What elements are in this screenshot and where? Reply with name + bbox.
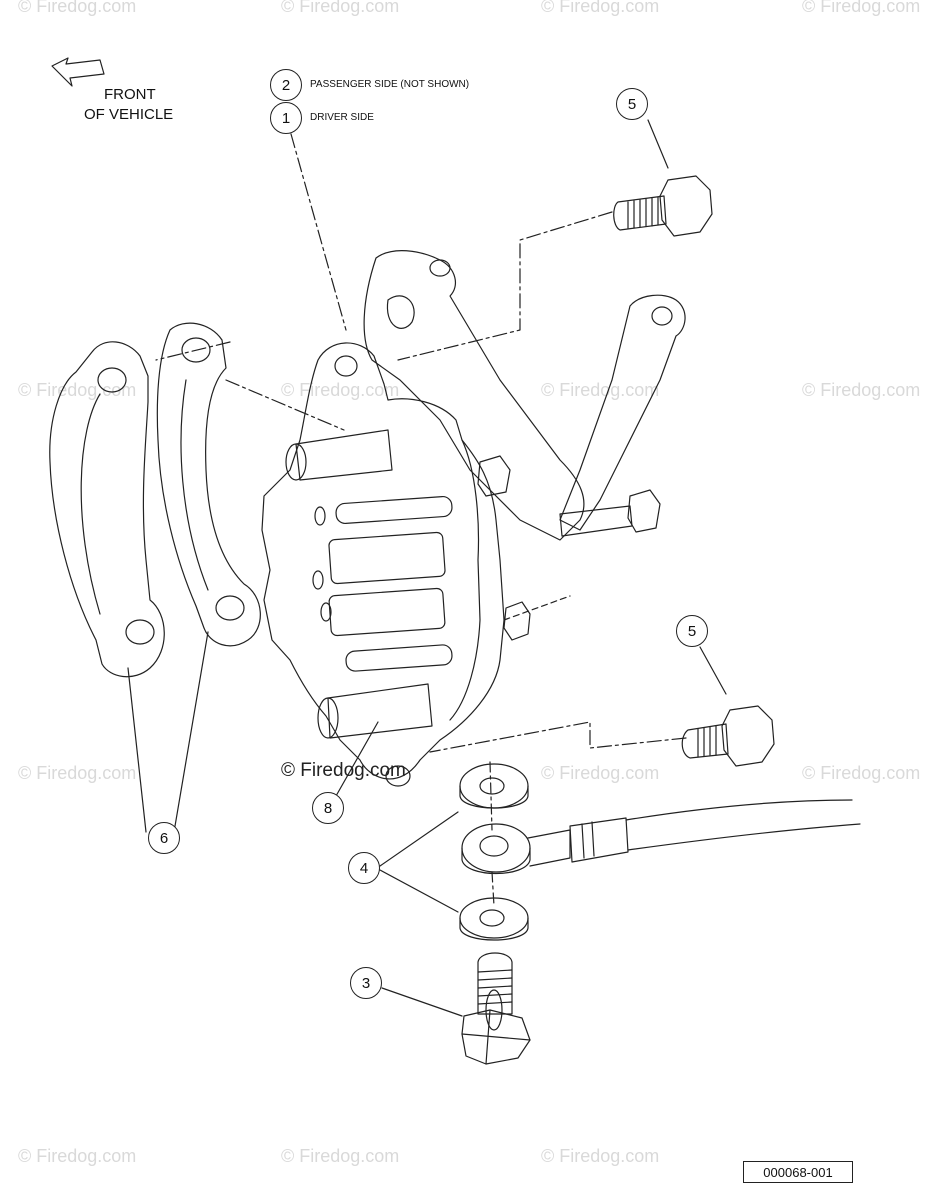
inner-brake-pad [156, 322, 261, 647]
watermark: © Firedog.com [18, 380, 137, 400]
mount-arm [559, 294, 686, 531]
banjo-bolt [461, 952, 531, 1065]
leader-line [379, 811, 459, 867]
leader-line [290, 133, 347, 331]
assembly-line [503, 595, 571, 621]
brake-hose [569, 799, 861, 863]
leader-line [335, 721, 379, 797]
leader-line [127, 667, 147, 833]
watermark: © Firedog.com [541, 380, 660, 400]
leader-line [699, 646, 727, 695]
assembly-line [397, 211, 613, 361]
center-watermark: © Firedog.com [281, 760, 406, 781]
leader-line [647, 119, 669, 169]
front-arrow-icon [51, 57, 105, 87]
bleeder-nut [503, 601, 531, 641]
watermark: © Firedog.com [18, 763, 137, 783]
banjo-fitting [461, 823, 571, 875]
assembly-line [225, 379, 345, 431]
watermark: © Firedog.com [281, 1146, 400, 1166]
orientation-label: OF VEHICLE [84, 106, 174, 123]
watermark: © Firedog.com [802, 0, 921, 16]
orientation-label: FRONT [104, 86, 156, 103]
legend-number: 2 [270, 69, 302, 101]
watermark: © Firedog.com [18, 0, 137, 16]
legend-text: DRIVER SIDE [310, 112, 374, 123]
leader-line [381, 987, 463, 1017]
callout-pads: 6 [148, 822, 180, 854]
caliper-pin [317, 683, 433, 739]
leader-line [379, 869, 459, 913]
watermark: © Firedog.com [541, 0, 660, 16]
caliper-bracket [363, 250, 585, 541]
callout-caliper-pin: 8 [312, 792, 344, 824]
leader-line [173, 631, 209, 833]
upper-mounting-bolt [613, 175, 713, 237]
upper-washer [459, 763, 529, 809]
watermark: © Firedog.com [541, 1146, 660, 1166]
watermark: © Firedog.com [802, 380, 921, 400]
assembly-line [489, 761, 495, 907]
legend-text: PASSENGER SIDE (NOT SHOWN) [310, 79, 470, 90]
outer-brake-pad [49, 341, 165, 678]
watermark: © Firedog.com [18, 1146, 137, 1166]
assembly-line [429, 721, 687, 753]
callout-washers: 4 [348, 852, 380, 884]
lower-washer [459, 897, 529, 941]
caliper-pin [285, 429, 393, 481]
caliper-housing [261, 342, 505, 787]
assembly-line [155, 341, 231, 361]
watermark: © Firedog.com [802, 763, 921, 783]
callout-banjo-bolt: 3 [350, 967, 382, 999]
hex-nut [477, 455, 511, 497]
hex-nut [559, 489, 661, 537]
callout-bolt-upper: 5 [616, 88, 648, 120]
figure-id: 000068-001 [743, 1161, 853, 1183]
watermark: © Firedog.com [541, 763, 660, 783]
callout-bolt-lower: 5 [676, 615, 708, 647]
watermark: © Firedog.com [281, 0, 400, 16]
lower-mounting-bolt [681, 705, 775, 767]
legend-number: 1 [270, 102, 302, 134]
